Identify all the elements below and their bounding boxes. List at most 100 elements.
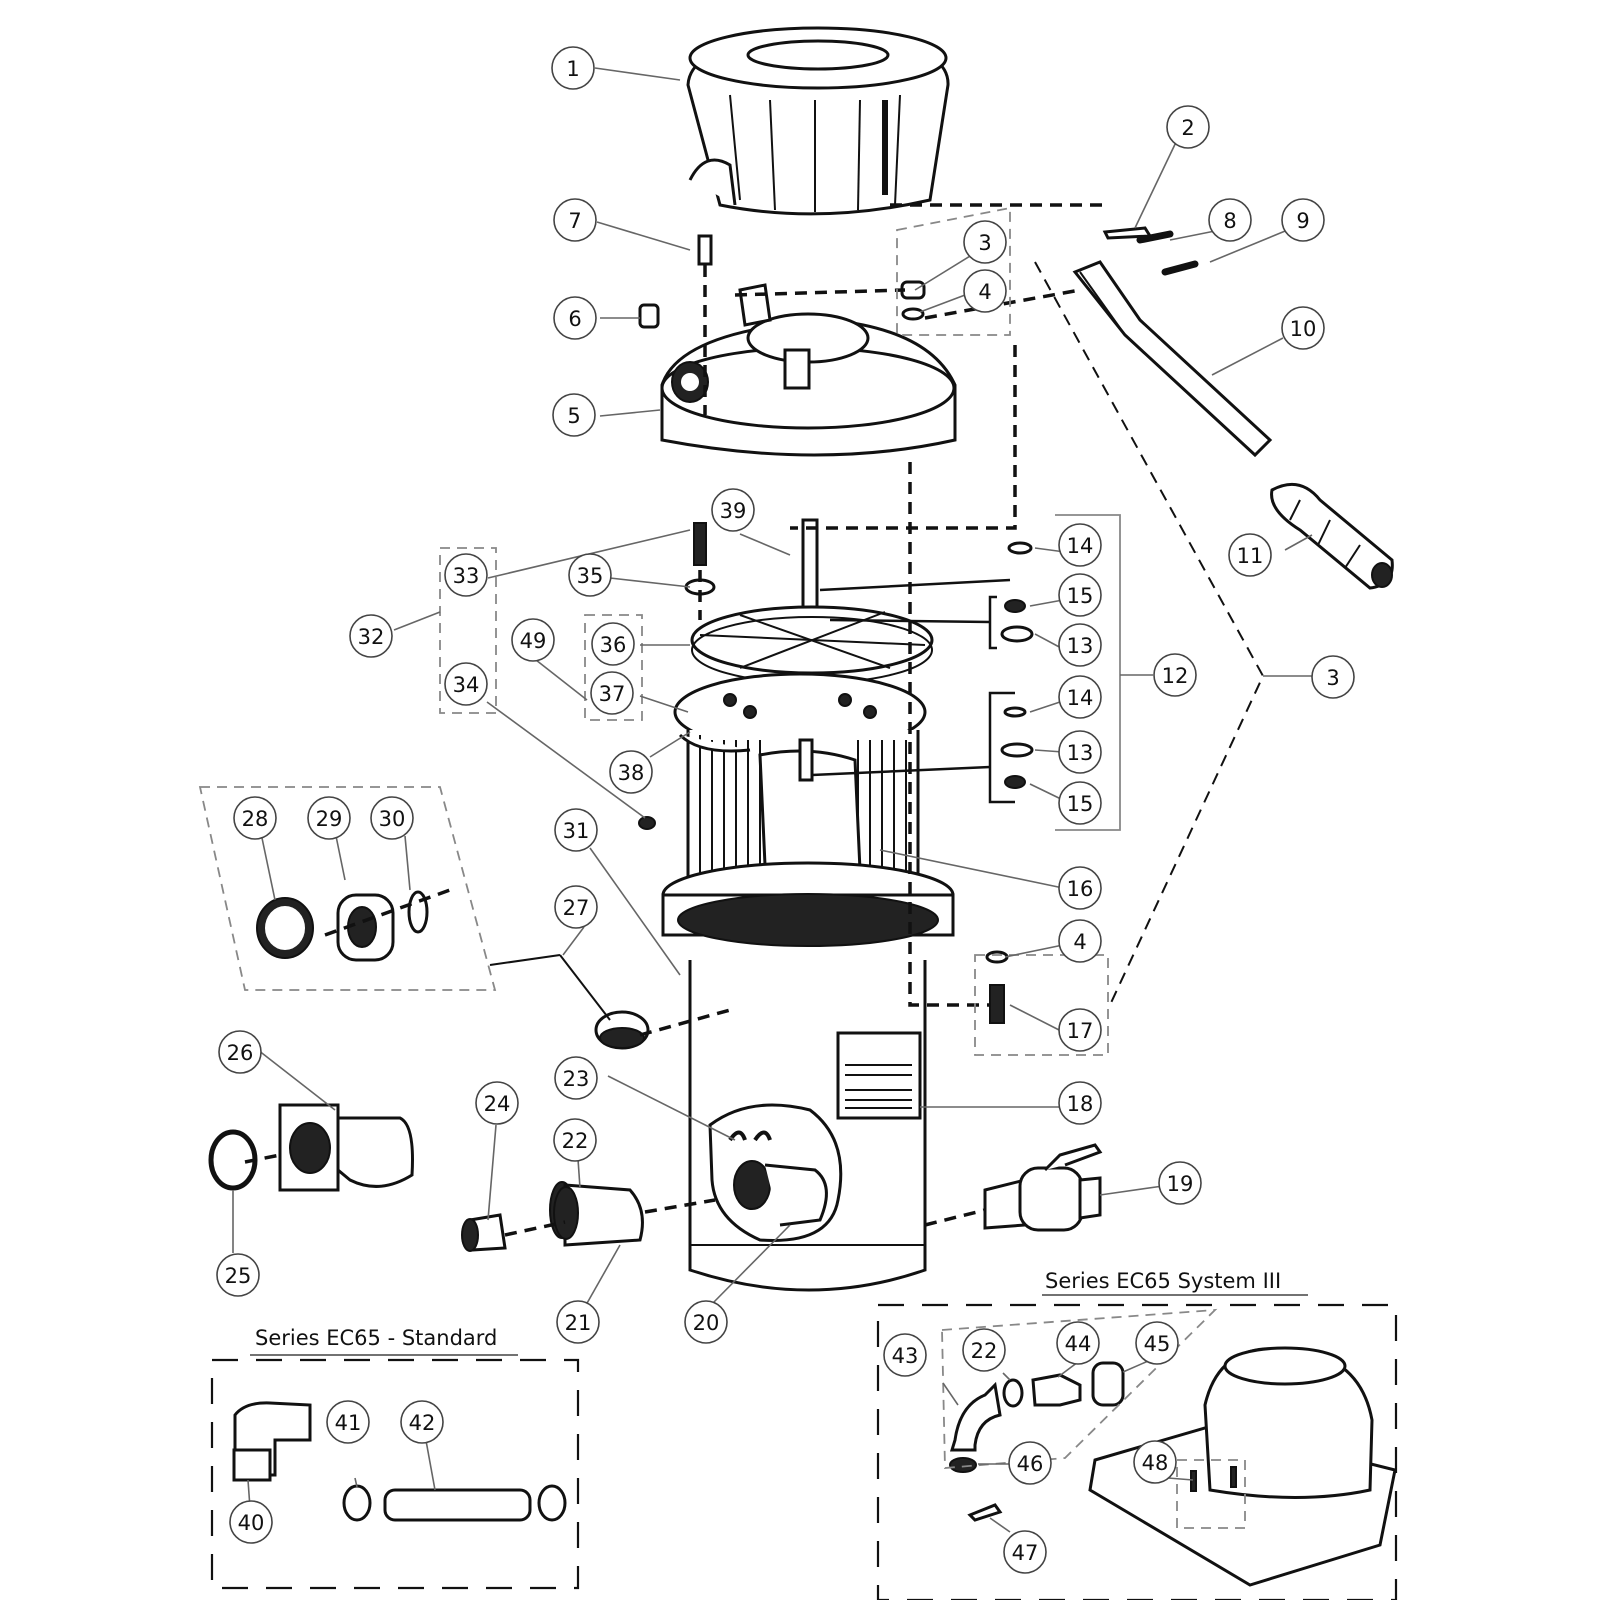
svg-text:4: 4 [978, 280, 991, 304]
callout-20: 20 [684, 1300, 728, 1344]
callout-38: 38 [609, 750, 653, 794]
svg-text:6: 6 [568, 307, 581, 331]
system3-kit-box [876, 1303, 1398, 1600]
fitting-part-44 [1031, 1373, 1082, 1407]
svg-text:24: 24 [484, 1092, 511, 1116]
callout-36: 36 [591, 622, 635, 666]
callout-21: 21 [556, 1300, 600, 1344]
svg-text:16: 16 [1067, 877, 1094, 901]
callout-1: 1 [551, 46, 595, 90]
callout-26: 26 [218, 1030, 262, 1074]
svg-text:17: 17 [1067, 1019, 1094, 1043]
pin-part-8 [1136, 230, 1174, 244]
svg-text:8: 8 [1223, 209, 1236, 233]
callout-4: 4 [963, 269, 1007, 313]
svg-text:26: 26 [227, 1041, 254, 1065]
callout-28: 28 [233, 796, 277, 840]
ball-valve-part-19 [983, 1143, 1103, 1232]
callout-24: 24 [475, 1081, 519, 1125]
callout-22: 22 [962, 1328, 1006, 1372]
svg-text:3: 3 [1326, 666, 1339, 690]
assembly-lines [244, 203, 1105, 1237]
hose-clamp-part-41a [342, 1484, 372, 1522]
handle-part-10 [1072, 260, 1273, 458]
callout-13: 13 [1058, 623, 1102, 667]
skimmer-adapter-part-26 [278, 1103, 414, 1192]
svg-text:14: 14 [1067, 686, 1094, 710]
callout-34: 34 [444, 662, 488, 706]
svg-text:41: 41 [335, 1411, 362, 1435]
adapter-part-21 [553, 1183, 644, 1247]
svg-text:44: 44 [1065, 1332, 1092, 1356]
callout-49: 49 [511, 618, 555, 662]
svg-text:36: 36 [600, 633, 627, 657]
brackets [489, 514, 1121, 1021]
callout-33: 33 [444, 553, 488, 597]
callout-12: 12 [1153, 653, 1197, 697]
svg-text:21: 21 [565, 1311, 592, 1335]
callout-23: 23 [554, 1056, 598, 1100]
svg-text:14: 14 [1067, 534, 1094, 558]
svg-text:13: 13 [1067, 634, 1094, 658]
nut-part-4b [985, 950, 1009, 964]
group-boxes [198, 206, 1265, 1529]
bleeder-part-7 [697, 234, 713, 266]
callout-35: 35 [568, 553, 612, 597]
union-part-29 [336, 893, 395, 962]
svg-text:30: 30 [379, 807, 406, 831]
callout-31: 31 [554, 808, 598, 852]
callout-18: 18 [1058, 1081, 1102, 1125]
svg-text:47: 47 [1012, 1541, 1039, 1565]
section-title-system3: Series EC65 System III [1045, 1269, 1281, 1293]
callout-43: 43 [883, 1333, 927, 1377]
svg-text:49: 49 [520, 629, 547, 653]
svg-text:15: 15 [1067, 792, 1094, 816]
svg-text:9: 9 [1296, 209, 1309, 233]
callout-11: 11 [1228, 533, 1272, 577]
callout-45: 45 [1135, 1321, 1179, 1365]
callout-44: 44 [1056, 1321, 1100, 1365]
svg-text:39: 39 [720, 499, 747, 523]
svg-text:20: 20 [693, 1311, 720, 1335]
svg-text:12: 12 [1162, 664, 1189, 688]
svg-text:31: 31 [563, 819, 590, 843]
hardware-parts-13-14-15 [1000, 541, 1034, 789]
hose-part-42 [383, 1488, 532, 1522]
callout-3: 3 [1311, 655, 1355, 699]
bolt-part-33 [693, 522, 707, 566]
svg-text:42: 42 [409, 1411, 436, 1435]
grip-part-11 [1270, 482, 1394, 590]
svg-text:7: 7 [568, 209, 581, 233]
svg-text:1: 1 [566, 57, 579, 81]
svg-text:27: 27 [563, 896, 590, 920]
callout-29: 29 [307, 796, 351, 840]
svg-text:48: 48 [1142, 1451, 1169, 1475]
svg-text:2: 2 [1181, 116, 1194, 140]
elbow-part-43 [949, 1381, 1002, 1452]
callout-22: 22 [553, 1118, 597, 1162]
svg-text:43: 43 [892, 1344, 919, 1368]
callout-15: 15 [1058, 781, 1102, 825]
svg-text:4: 4 [1073, 930, 1086, 954]
callout-27: 27 [554, 885, 598, 929]
callout-16: 16 [1058, 866, 1102, 910]
callout-8: 8 [1208, 198, 1252, 242]
callout-46: 46 [1008, 1441, 1052, 1485]
svg-text:33: 33 [453, 564, 480, 588]
cap-part-6 [638, 303, 660, 329]
label-decal-part-18 [836, 1031, 922, 1120]
svg-text:5: 5 [567, 404, 580, 428]
callout-13: 13 [1058, 730, 1102, 774]
svg-text:15: 15 [1067, 584, 1094, 608]
svg-text:46: 46 [1017, 1452, 1044, 1476]
callout-17: 17 [1058, 1008, 1102, 1052]
callout-30: 30 [370, 796, 414, 840]
svg-text:13: 13 [1067, 741, 1094, 765]
svg-text:37: 37 [599, 682, 626, 706]
callout-14: 14 [1058, 523, 1102, 567]
callout-5: 5 [552, 393, 596, 437]
center-rod-part-39 [801, 518, 819, 622]
svg-text:19: 19 [1167, 1172, 1194, 1196]
svg-text:3: 3 [978, 231, 991, 255]
